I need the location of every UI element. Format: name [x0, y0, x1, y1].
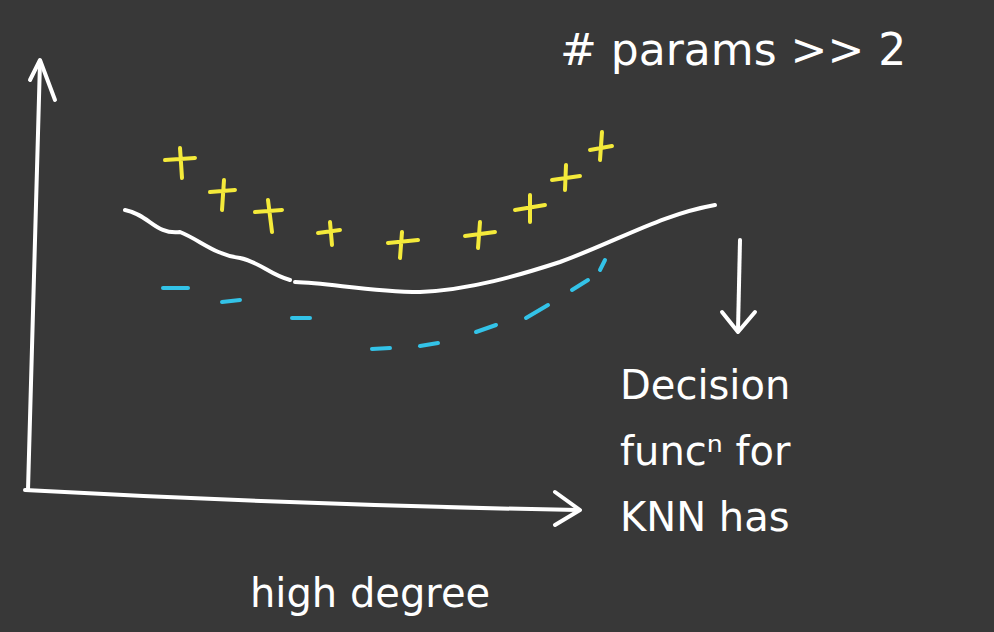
decision-curve	[125, 205, 715, 292]
pointer-arrow-head	[722, 312, 755, 332]
axis-label: high degree	[250, 568, 490, 618]
heading-note: # params >> 2	[560, 22, 906, 78]
x-axis	[25, 490, 578, 510]
x-axis-arrow	[555, 492, 580, 525]
negative-points	[163, 260, 605, 349]
y-axis-arrow	[30, 60, 55, 100]
pointer-note: Decision funcⁿ for KNN has	[620, 352, 855, 550]
y-axis	[28, 62, 40, 490]
positive-points	[165, 132, 612, 258]
pointer-arrow	[738, 240, 740, 330]
